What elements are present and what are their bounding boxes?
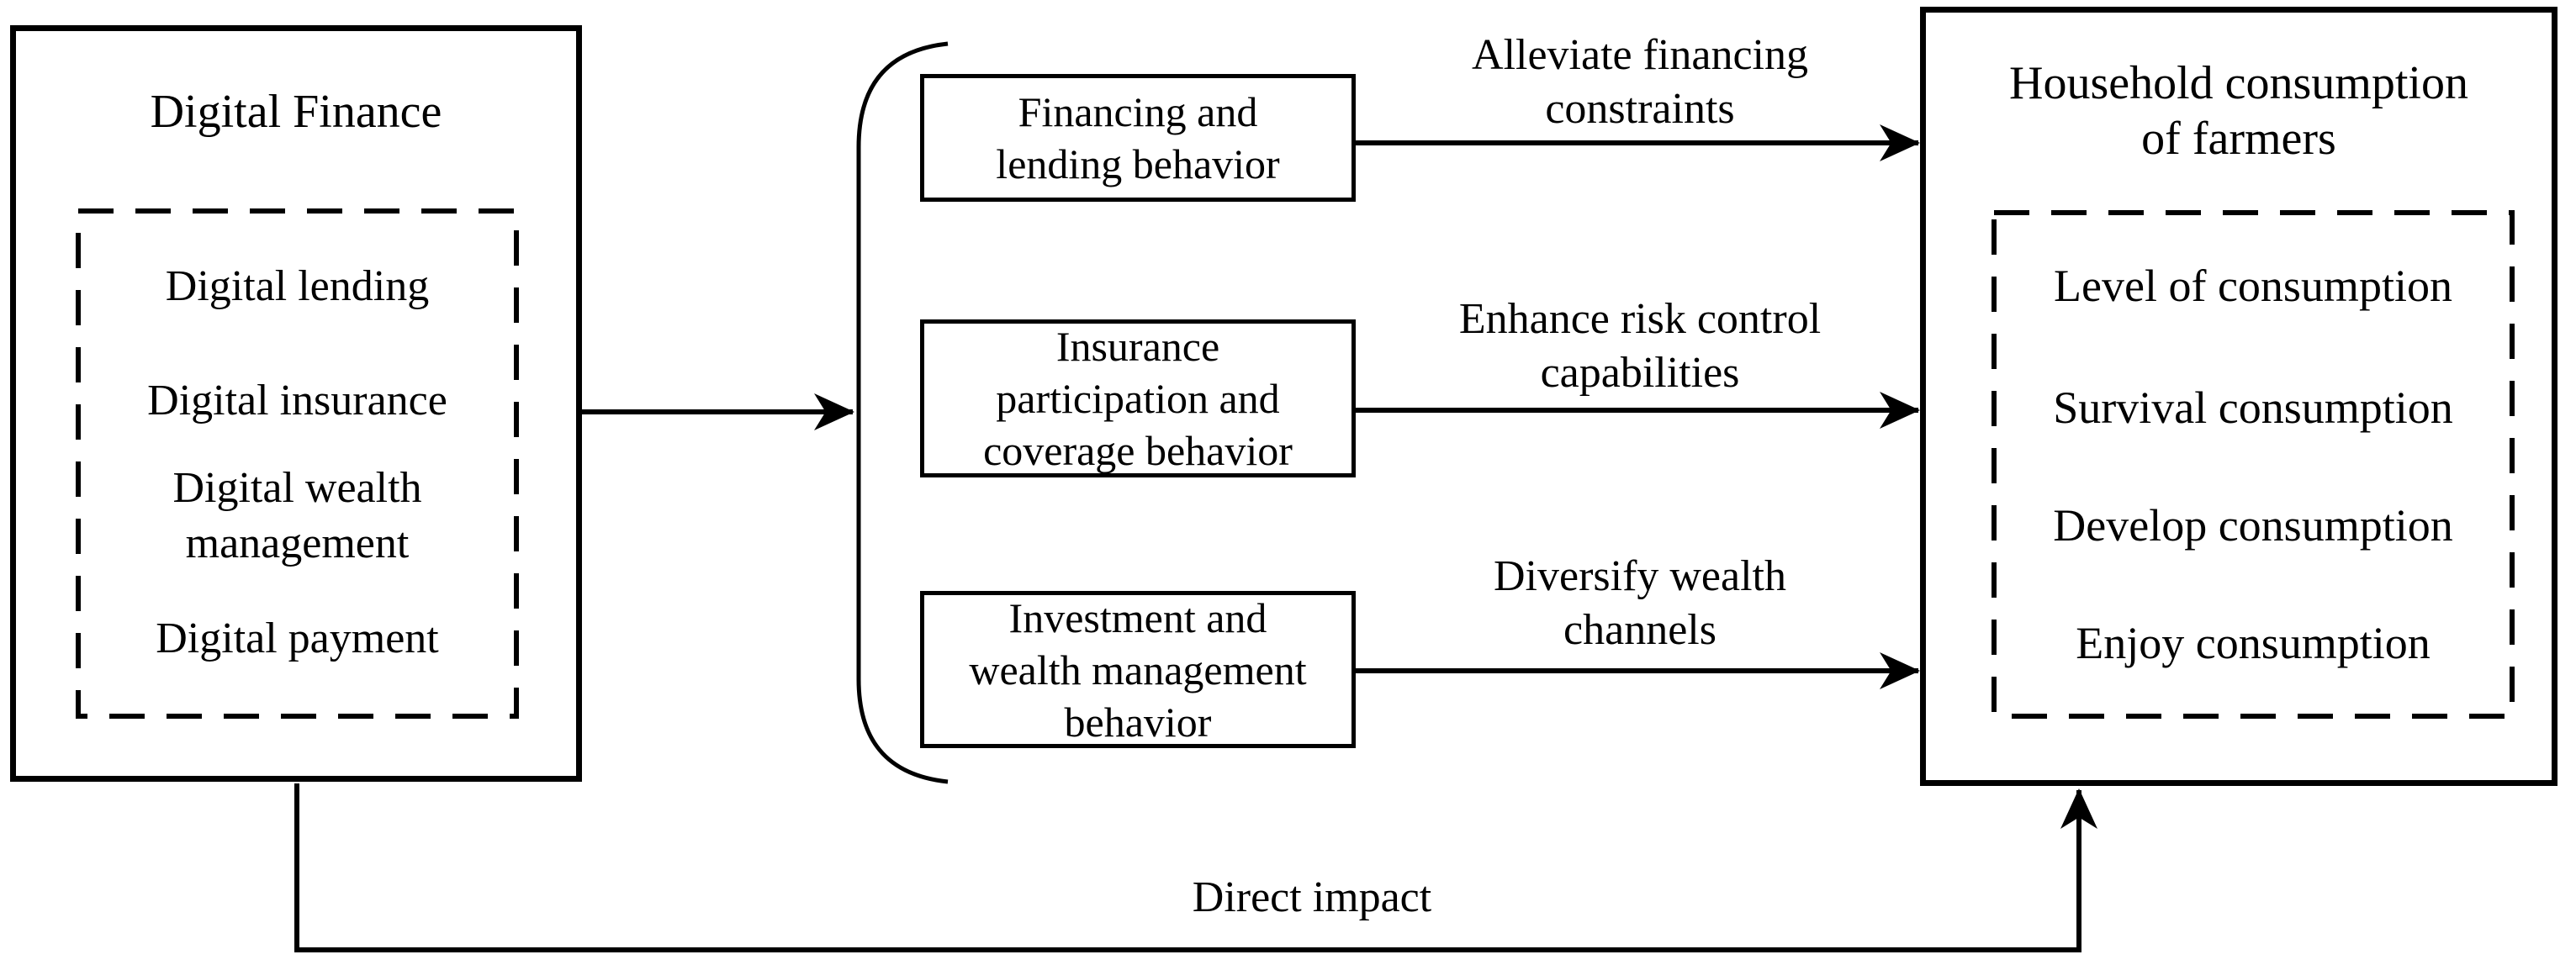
left-item-digital-insurance: Digital insurance — [147, 377, 447, 424]
household-consumption-title: Household consumption of farmers — [2009, 57, 2468, 165]
arrow-label-alleviate-financing-constraints: Alleviate financing constraints — [1472, 31, 1808, 133]
left-item-digital-wealth-management: Digital wealth management — [172, 464, 422, 567]
right-item-level-of-consumption: Level of consumption — [2054, 261, 2452, 311]
mediators-brace — [856, 41, 949, 784]
arrow-direct-impact — [294, 783, 2097, 952]
right-item-develop-consumption: Develop consumption — [2053, 500, 2453, 551]
mediator-box-investment: Investment and wealth management behavio… — [920, 591, 1356, 748]
direct-impact-label: Direct impact — [1192, 873, 1432, 921]
household-consumption-box — [1920, 7, 2557, 786]
left-item-digital-lending: Digital lending — [165, 262, 430, 310]
mediator-box-insurance: Insurance participation and coverage beh… — [920, 319, 1356, 477]
digital-finance-title: Digital Finance — [150, 86, 442, 138]
arrow-label-diversify-wealth-channels: Diversify wealth channels — [1493, 552, 1786, 654]
right-dashed-box — [1992, 210, 2515, 719]
left-dashed-box — [76, 208, 519, 719]
digital-finance-box — [10, 25, 582, 782]
arrow-label-enhance-risk-control: Enhance risk control capabilities — [1458, 295, 1822, 397]
left-item-digital-payment: Digital payment — [156, 614, 439, 662]
right-item-survival-consumption: Survival consumption — [2053, 382, 2453, 433]
right-item-enjoy-consumption: Enjoy consumption — [2076, 618, 2431, 668]
mediator-box-financing: Financing and lending behavior — [920, 74, 1356, 202]
